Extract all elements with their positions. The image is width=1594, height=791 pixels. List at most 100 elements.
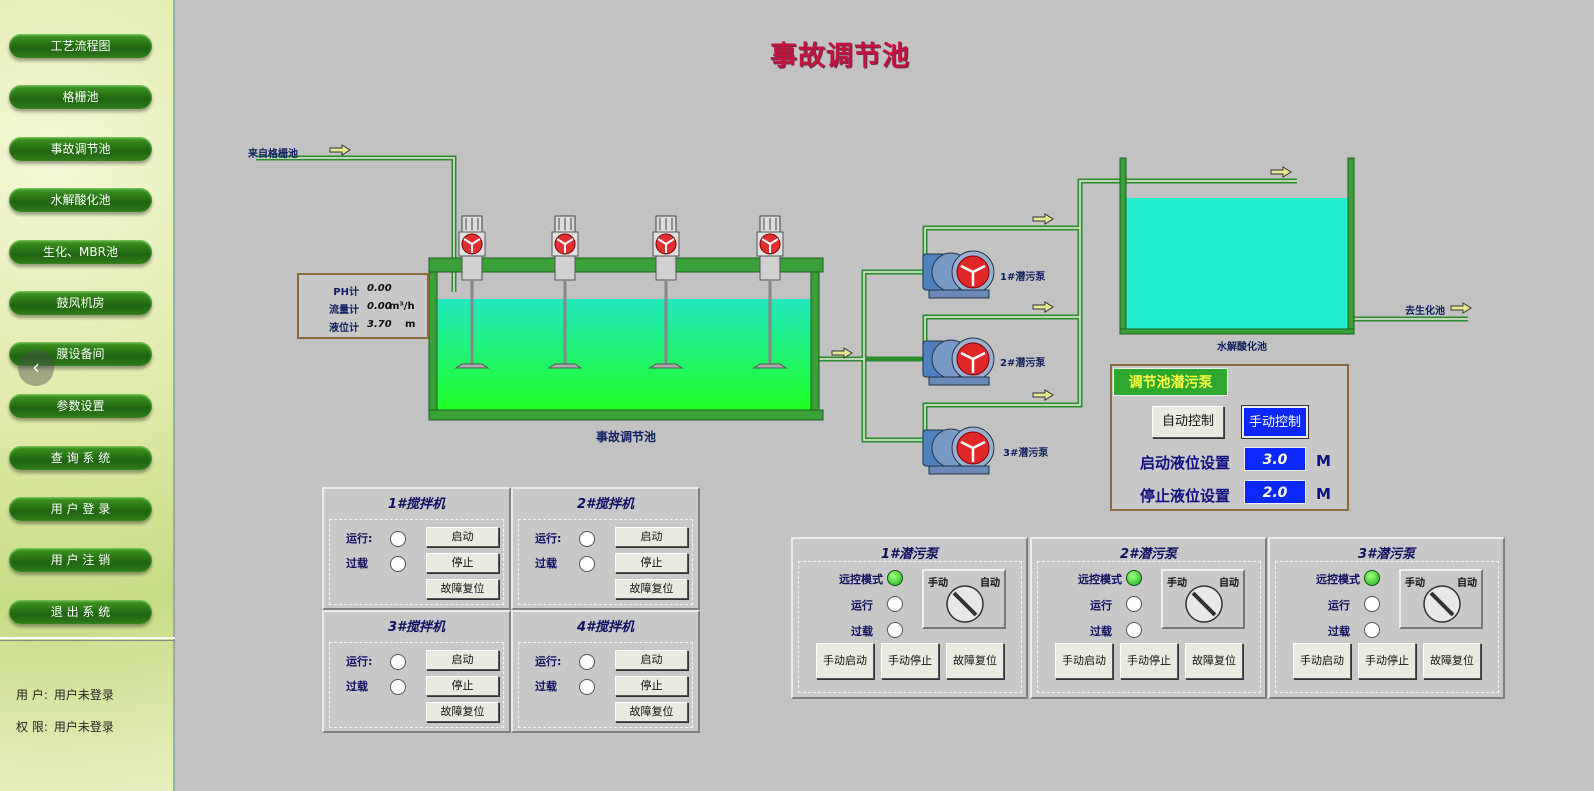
pump-2-reset-button[interactable]: 故障复位	[1185, 643, 1243, 679]
pump-3-manual-stop-button[interactable]: 手动停止	[1358, 643, 1416, 679]
mixer-1-reset-button[interactable]: 故障复位	[426, 579, 499, 599]
level-row: 液位计 3.70 m	[299, 319, 429, 337]
mixer-1-title: 1#搅拌机	[387, 497, 446, 512]
mixer-1-stop-button[interactable]: 停止	[426, 553, 499, 573]
mixer-4-overload-indicator	[579, 679, 595, 695]
page-title: 事故调节池	[770, 41, 910, 72]
sidebar: 工艺流程图 格栅池 事故调节池 水解酸化池 生化、MBR池 鼓风机房 膜设备间 …	[0, 0, 175, 791]
nav-user-logout[interactable]: 用 户 注 销	[9, 548, 152, 572]
mixer-4-title: 4#搅拌机	[576, 620, 635, 635]
pump-3-run-label: 运行	[1328, 599, 1350, 612]
pump-2-mode-switch[interactable]: 手动 自动	[1161, 569, 1245, 629]
pump-2-remote-indicator	[1126, 570, 1142, 586]
pump-2-manual-start-button[interactable]: 手动启动	[1055, 643, 1113, 679]
mixer-4-panel: 4#搅拌机 运行: 启动 过载 停止 故障复位	[511, 610, 700, 733]
auto-control-button[interactable]: 自动控制	[1152, 406, 1224, 438]
pump-2-run-indicator	[1126, 596, 1142, 612]
nav-exit-system[interactable]: 退 出 系 统	[9, 600, 152, 624]
mixer-4-start-button[interactable]: 启动	[615, 650, 688, 670]
nav-query-system[interactable]: 查 询 系 统	[9, 446, 152, 470]
mixer-1-run-label: 运行:	[346, 532, 373, 545]
mixer-3-start-button[interactable]: 启动	[426, 650, 499, 670]
user-value: 用户未登录	[53, 688, 114, 702]
nav-membrane-room[interactable]: 膜设备间	[9, 342, 152, 366]
pump-2-manual-label: 手动	[1167, 578, 1187, 589]
mixer-2-overload-indicator	[579, 556, 595, 572]
mixer-2-reset-button[interactable]: 故障复位	[615, 579, 688, 599]
sidebar-divider	[0, 637, 175, 641]
nav-process-flow[interactable]: 工艺流程图	[9, 34, 152, 58]
mixer-3-run-label: 运行:	[346, 655, 373, 668]
mixer-1-panel: 1#搅拌机 运行: 启动 过载 停止 故障复位	[322, 487, 511, 610]
flow-value: 0.00	[367, 301, 392, 312]
pump-3-remote-label: 远控模式	[1316, 573, 1360, 586]
start-level-input[interactable]: 3.0	[1244, 447, 1306, 471]
pump-1-mode-switch[interactable]: 手动 自动	[922, 569, 1006, 629]
nav-hydrolysis-tank[interactable]: 水解酸化池	[9, 188, 152, 212]
nav-blower-room[interactable]: 鼓风机房	[9, 291, 152, 315]
pump-2-manual-stop-button[interactable]: 手动停止	[1120, 643, 1178, 679]
user-label: 用 户:	[16, 688, 48, 702]
mixer-2-run-indicator	[579, 531, 595, 547]
mixer-2-start-button[interactable]: 启动	[615, 527, 688, 547]
pump-3-mode-switch[interactable]: 手动 自动	[1399, 569, 1483, 629]
mixer-3-run-indicator	[390, 654, 406, 670]
mixer-3-reset-button[interactable]: 故障复位	[426, 702, 499, 722]
nav-parameters[interactable]: 参数设置	[9, 394, 152, 418]
mixer-2-panel: 2#搅拌机 运行: 启动 过载 停止 故障复位	[511, 487, 700, 610]
pump-1-run-label: 运行	[851, 599, 873, 612]
back-chevron-icon[interactable]: ‹	[18, 350, 54, 386]
flow-name: 流量计	[329, 305, 359, 316]
pump-2-remote-label: 远控模式	[1078, 573, 1122, 586]
pump-1-auto-label: 自动	[980, 578, 1000, 589]
accident-tank-label: 事故调节池	[596, 430, 657, 444]
flow-unit: m³/h	[389, 301, 415, 312]
pump-1-manual-stop-button[interactable]: 手动停止	[881, 643, 939, 679]
pump-1-panel: 1#潜污泵 远控模式 运行 过载 手动 自动 手动启动 手动停止 故障复位	[791, 537, 1028, 699]
pump-1-title: 1#潜污泵	[880, 547, 939, 562]
nav-mbr-tank[interactable]: 生化、MBR池	[9, 240, 152, 264]
pipes-highlight	[256, 157, 1468, 441]
pump-3-manual-label: 手动	[1405, 578, 1425, 589]
hydrolysis-tank-label: 水解酸化池	[1217, 342, 1267, 353]
mixer-4-overload-label: 过载	[535, 680, 557, 693]
pump-3-manual-start-button[interactable]: 手动启动	[1293, 643, 1351, 679]
ph-value: 0.00	[367, 283, 392, 294]
mixer-4-run-indicator	[579, 654, 595, 670]
pump-1-reset-button[interactable]: 故障复位	[946, 643, 1004, 679]
mixer-4-stop-button[interactable]: 停止	[615, 676, 688, 696]
stop-level-input[interactable]: 2.0	[1244, 480, 1306, 504]
pump-3-overload-indicator	[1364, 622, 1380, 638]
pump-3-title: 3#潜污泵	[1357, 547, 1416, 562]
pump-2-auto-label: 自动	[1219, 578, 1239, 589]
pump-1-manual-start-button[interactable]: 手动启动	[816, 643, 874, 679]
pump-1-remote-indicator	[887, 570, 903, 586]
pump-3-reset-button[interactable]: 故障复位	[1423, 643, 1481, 679]
flow-row: 流量计 0.00 m³/h	[299, 301, 429, 319]
nav-user-login[interactable]: 用 户 登 录	[9, 497, 152, 521]
nav-screen-tank[interactable]: 格栅池	[9, 85, 152, 109]
nav-accident-tank[interactable]: 事故调节池	[9, 137, 152, 161]
level-name: 液位计	[329, 323, 359, 334]
flow-arrows	[329, 144, 1472, 401]
mixer-3-overload-indicator	[390, 679, 406, 695]
hydrolysis-tank	[1119, 157, 1355, 335]
manual-control-button[interactable]: 手动控制	[1242, 406, 1308, 438]
mixer-2-stop-button[interactable]: 停止	[615, 553, 688, 573]
pump-1-label: 1#潜污泵	[1000, 272, 1046, 283]
mixer-3-stop-button[interactable]: 停止	[426, 676, 499, 696]
level-unit: m	[405, 319, 416, 330]
mixer-1-start-button[interactable]: 启动	[426, 527, 499, 547]
pump-2-inner	[1037, 561, 1261, 693]
pump-3-panel: 3#潜污泵 远控模式 运行 过载 手动 自动 手动启动 手动停止 故障复位	[1268, 537, 1505, 699]
mixer-3-overload-label: 过载	[346, 680, 368, 693]
control-title: 调节池潜污泵	[1113, 368, 1228, 396]
pump-1-overload-label: 过载	[851, 625, 873, 638]
stop-level-label: 停止液位设置	[1140, 487, 1231, 505]
outlet-label: 去生化池	[1405, 306, 1445, 317]
perm-value: 用户未登录	[53, 720, 114, 734]
mixer-4-reset-button[interactable]: 故障复位	[615, 702, 688, 722]
mixer-1-run-indicator	[390, 531, 406, 547]
